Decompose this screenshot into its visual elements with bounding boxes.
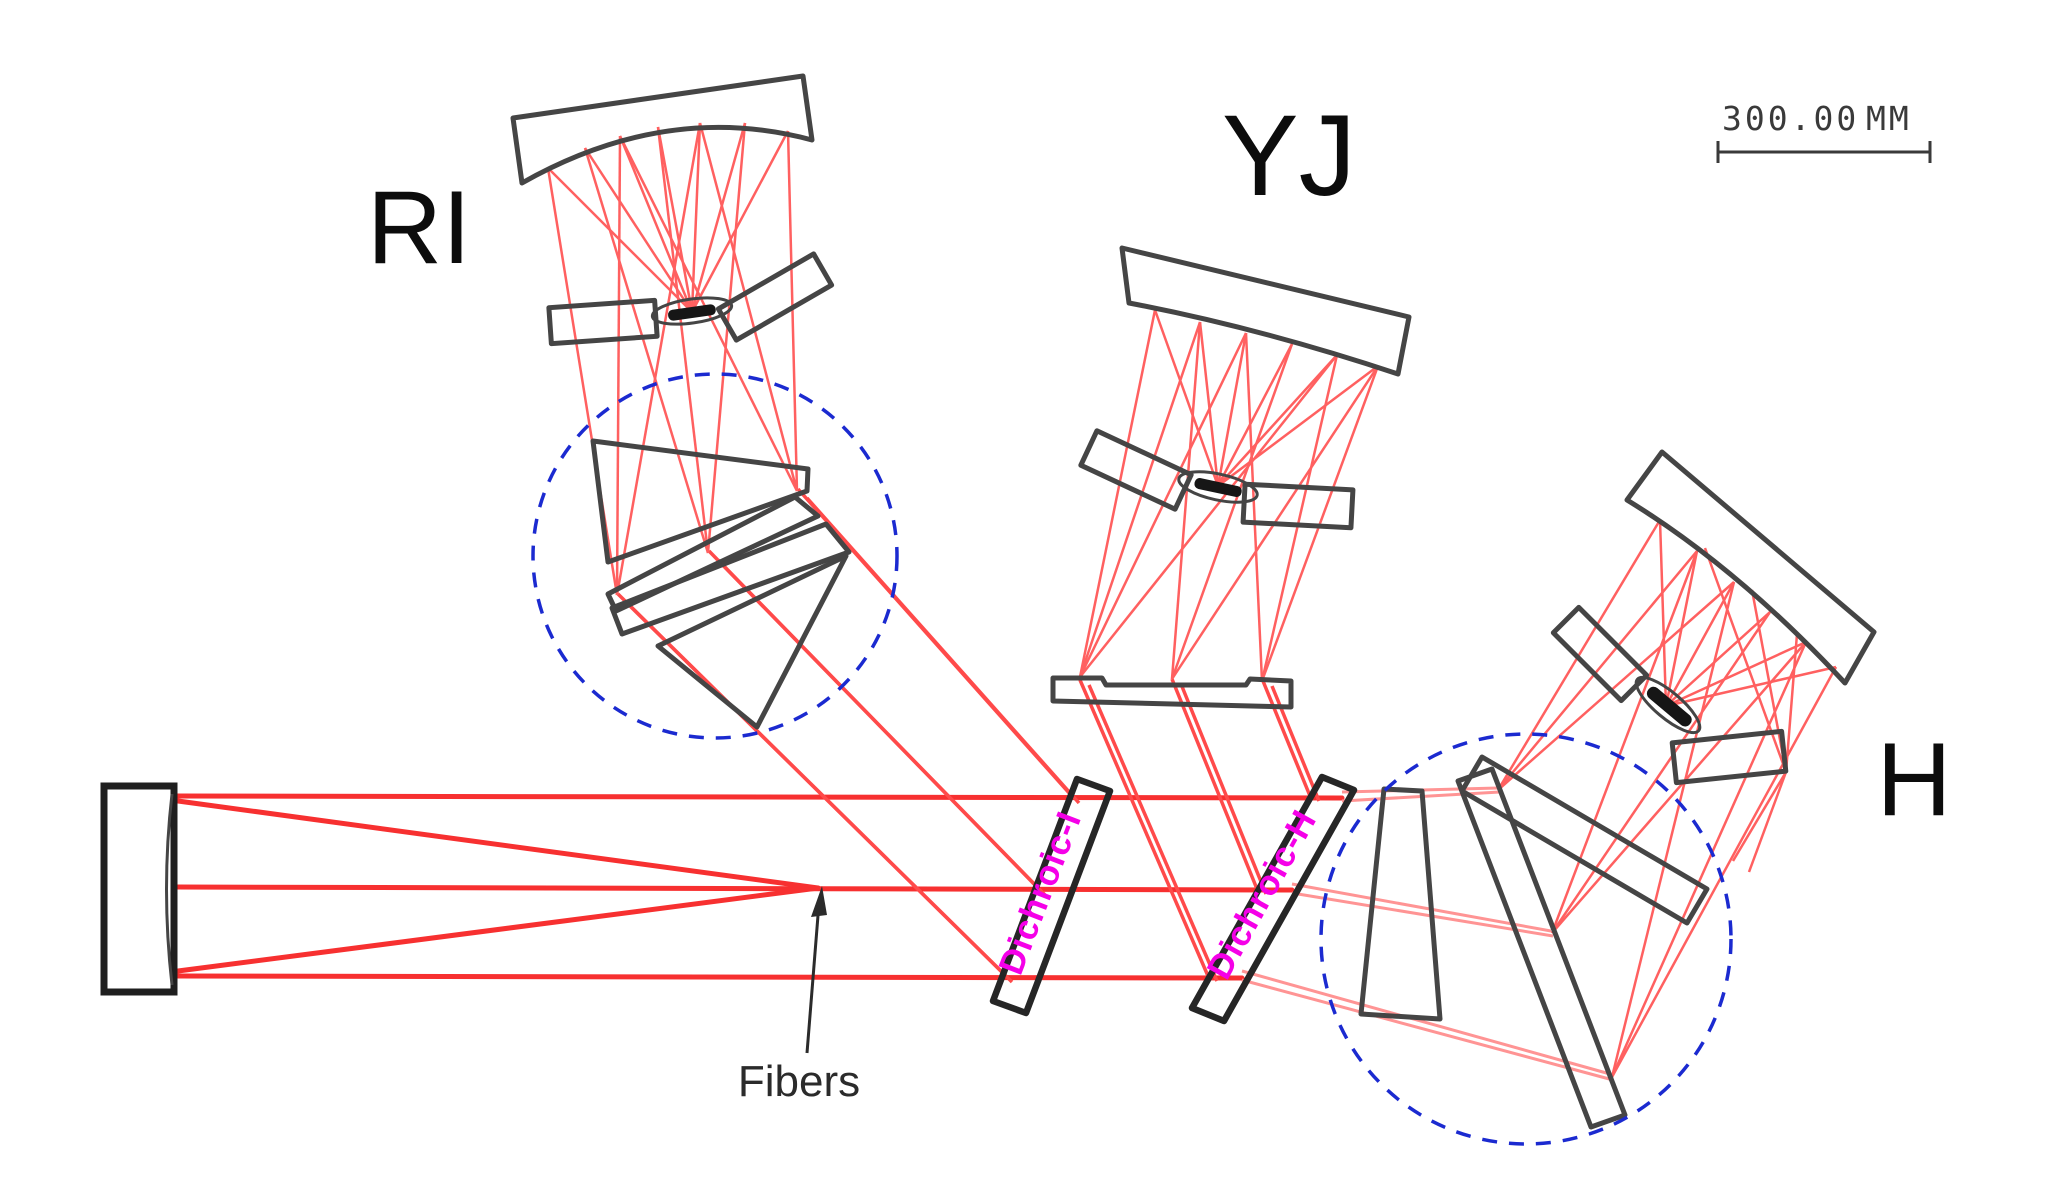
scale-bar: 300.00 MM	[1716, 99, 1932, 163]
h-detector-lens	[1634, 675, 1702, 735]
h-field-lens-left	[1550, 604, 1650, 704]
yj-grating	[1050, 675, 1294, 710]
detectors	[668, 304, 1692, 727]
h-prism-slab	[1455, 766, 1628, 1130]
input-collimator	[100, 782, 178, 996]
yj-camera-rays	[1078, 309, 1380, 682]
channel-label-ri: RI	[367, 170, 471, 286]
main-collimated-beams	[174, 793, 1345, 981]
h-camera-rays	[1496, 519, 1838, 1078]
h-camera-mirror	[1624, 449, 1877, 686]
h-corrector-lens	[1358, 786, 1443, 1022]
optical-elements	[510, 73, 1877, 1130]
yj-detector-lens	[1177, 470, 1259, 504]
fibers-arrowhead-icon	[811, 886, 827, 917]
ri-grism-slab-lower	[609, 521, 852, 637]
ri-camera-rays	[546, 122, 799, 596]
yj-detector	[1194, 478, 1242, 497]
ri-field-lens-left	[546, 297, 660, 347]
ri-field-lens-right	[715, 251, 835, 343]
ri-fold-prism	[655, 553, 849, 730]
scale-bar-value: 300.00	[1722, 99, 1859, 138]
input-collimator-mirror	[100, 782, 178, 996]
ri-grism-slab-upper	[605, 494, 821, 614]
ri-prism-wedge	[590, 438, 811, 565]
fibers-arrow-line	[805, 902, 821, 1054]
scale-bar-unit: MM	[1866, 99, 1912, 138]
h-grating-slab	[1459, 754, 1710, 926]
dichroic-elements	[989, 773, 1358, 1025]
annotation-circles	[531, 372, 1733, 1146]
h-transmitted-beams	[1241, 786, 1614, 1082]
dichroic-i-element	[989, 775, 1114, 1017]
h-detector	[1646, 686, 1692, 727]
h-field-lens-right	[1669, 728, 1789, 786]
ri-camera-mirror	[510, 73, 815, 186]
yj-camera-mirror	[1119, 245, 1412, 377]
ri-detector-lens	[650, 296, 734, 326]
ri-detector	[668, 304, 716, 321]
dichroic-h-element	[1188, 773, 1358, 1025]
fibers-annotation	[805, 886, 827, 1054]
fibers-label: Fibers	[738, 1057, 860, 1106]
channel-label-yj: YJ	[1222, 92, 1356, 220]
input-collimator-curve	[165, 793, 174, 986]
yj-field-lens-left	[1078, 428, 1194, 512]
ri-grating-unit-circle	[531, 372, 899, 740]
h-grating-unit-circle	[1319, 732, 1733, 1146]
channel-label-h: H	[1876, 722, 1951, 838]
